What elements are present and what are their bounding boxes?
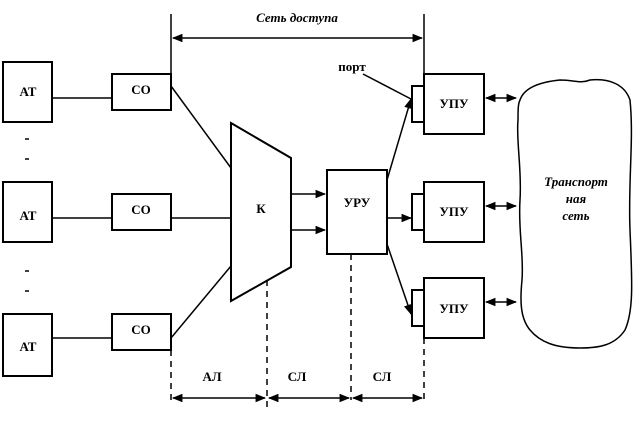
terminal-2: АТ	[2, 181, 53, 243]
access-node-3: УПУ	[411, 277, 485, 339]
port-pointer	[362, 73, 412, 100]
segment-label-sl-1: СЛ	[288, 369, 307, 384]
terminal-3: АТ	[2, 313, 53, 377]
transport-label-line-3: сеть	[562, 208, 589, 223]
port	[411, 193, 425, 231]
segment-label-al: АЛ	[202, 369, 221, 384]
access-network-title: Сеть доступа	[256, 10, 338, 25]
distribution-label: УРУ	[344, 195, 371, 210]
port-label: порт	[338, 59, 366, 74]
link-co-k-3	[170, 265, 232, 339]
transport-label-line-2: ная	[566, 191, 587, 206]
link-uru-upu-1	[386, 97, 413, 181]
concentrator-label: СО	[131, 82, 151, 97]
terminal-label: АТ	[20, 339, 37, 354]
link-co-k-1	[170, 85, 232, 169]
ellipsis-marks	[25, 138, 29, 292]
distribution-unit: УРУ	[326, 169, 388, 255]
access-node-label: УПУ	[439, 204, 469, 219]
access-node-label: УПУ	[439, 96, 469, 111]
concentrator-label: СО	[131, 202, 151, 217]
access-node-label: УПУ	[439, 301, 469, 316]
switch-k: К	[230, 121, 292, 303]
access-node-2: УПУ	[411, 181, 485, 243]
concentrator-label: СО	[131, 322, 151, 337]
terminal-label: АТ	[20, 84, 37, 99]
concentrator-1: СО	[111, 73, 172, 111]
segment-label-sl-2: СЛ	[373, 369, 392, 384]
terminal-label: АТ	[20, 208, 37, 223]
port	[411, 85, 425, 123]
terminal-1: АТ	[2, 61, 53, 123]
concentrator-2: СО	[111, 193, 172, 231]
port	[411, 289, 425, 327]
switch-label: К	[256, 201, 266, 216]
link-uru-upu-3	[386, 243, 412, 315]
transport-network-cloud: Транспорт ная сеть	[516, 78, 633, 349]
access-node-1: УПУ	[411, 73, 485, 135]
transport-label-line-1: Транспорт	[544, 174, 608, 189]
concentrator-3: СО	[111, 313, 172, 351]
